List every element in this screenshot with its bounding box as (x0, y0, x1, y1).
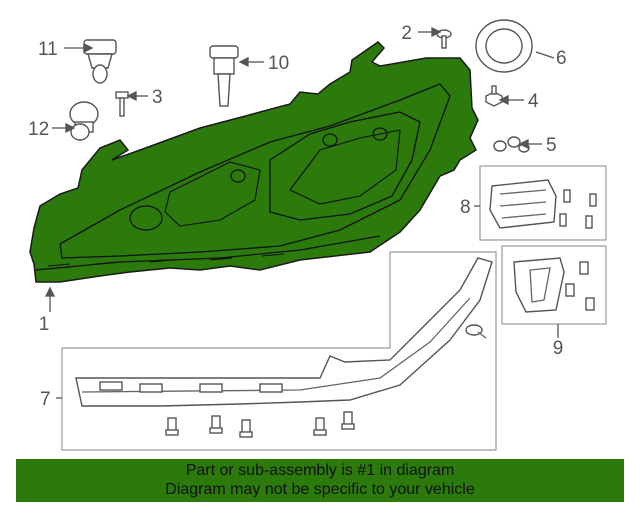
callout-10: 10 (268, 53, 289, 74)
info-banner: Part or sub-assembly is #1 in diagram Di… (16, 459, 624, 502)
leader-lines (44, 26, 559, 399)
callout-1: 1 (39, 314, 50, 335)
push-pin[interactable] (465, 324, 487, 339)
callout-6: 6 (556, 48, 567, 69)
screw-3[interactable] (115, 91, 129, 117)
bulb-12[interactable] (69, 101, 99, 141)
callout-3: 3 (152, 87, 163, 108)
callout-11: 11 (38, 39, 58, 60)
banner-line-1: Part or sub-assembly is #1 in diagram (185, 462, 455, 479)
ballast-box-8 (479, 165, 607, 241)
callout-5: 5 (546, 135, 557, 156)
callout-labels: 1 2 3 4 5 6 7 8 9 10 11 12 (28, 23, 567, 410)
callout-9: 9 (553, 338, 564, 359)
nut-4[interactable] (485, 85, 503, 107)
dust-cap-6[interactable] (475, 19, 533, 73)
callout-2: 2 (401, 23, 412, 44)
mounting-pins[interactable] (165, 411, 355, 438)
ballast-module[interactable] (489, 179, 557, 229)
mounting-bracket[interactable] (513, 257, 565, 313)
callout-12: 12 (28, 119, 49, 140)
bracket-clips[interactable] (565, 261, 595, 311)
drl-clips (99, 381, 283, 393)
bulb-10[interactable] (209, 45, 239, 107)
callout-8: 8 (460, 197, 471, 218)
drl-light-bar[interactable] (75, 257, 493, 407)
drl-assembly-panel (61, 251, 497, 451)
callout-7: 7 (40, 389, 51, 410)
bracket-box-9 (501, 245, 607, 325)
ballast-screws[interactable] (559, 189, 597, 229)
headlamp-assembly[interactable] (29, 41, 479, 283)
banner-line-2: Diagram may not be specific to your vehi… (165, 481, 475, 498)
callout-4: 4 (528, 91, 539, 112)
